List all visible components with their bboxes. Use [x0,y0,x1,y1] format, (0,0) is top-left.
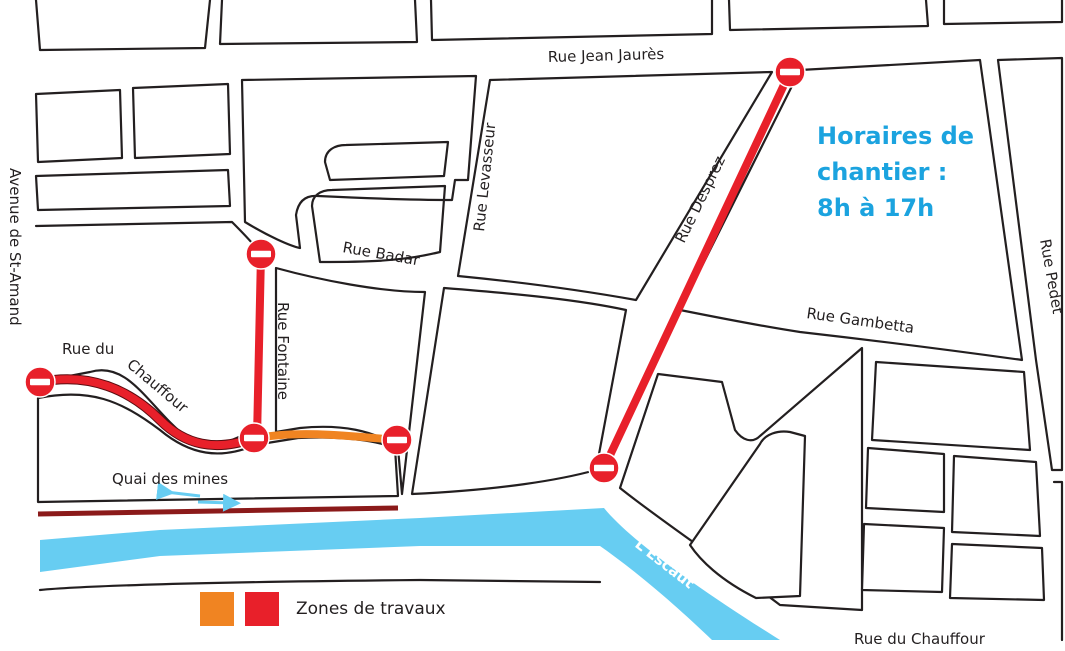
label-rue-du-chauffour-south: Rue du Chauffour [854,630,986,648]
block-sud-1 [618,346,864,612]
works-desprez [600,68,794,472]
block-north-1 [34,0,212,52]
block-se-6 [1052,480,1064,642]
block-nw-2 [131,82,232,160]
block-levasseur-desprez [456,70,774,302]
block-se-5 [948,542,1046,602]
label-rue-badar: Rue Badar [341,238,421,269]
hours-line-1: Horaires de [817,122,974,150]
label-rue-jean-jaures: Rue Jean Jaurès [548,45,665,66]
block-nw-1 [34,88,124,164]
label-quai-des-mines: Quai des mines [112,470,228,488]
block-north-2 [218,0,419,46]
label-rue-fontaine: Rue Fontaine [274,302,292,400]
works-chauffour-fill [36,375,258,450]
legend-swatch-orange [200,592,234,626]
hours-line-3: 8h à 17h [817,194,934,222]
works-quai-orange [253,430,401,444]
block-sud-inner [688,430,807,600]
block-north-4 [727,0,930,32]
no-entry-icon [24,366,56,398]
river-bank-south [38,578,602,592]
block-centre-north [240,74,478,250]
label-rue-pedet: Rue Pedet [1036,238,1065,316]
block-badar-inner [323,140,450,182]
block-north-5 [942,0,1064,26]
block-se-3 [950,454,1042,538]
label-rue-gambetta: Rue Gambetta [805,304,915,337]
block-northeast [678,58,1024,362]
no-entry-icon [245,238,277,270]
block-nw-3 [34,168,232,212]
works-zones [35,68,794,517]
city-blocks [34,0,1064,642]
legend-swatch-red [245,592,279,626]
no-entry-icon [774,56,806,88]
works-fontaine [253,250,265,442]
block-se-2 [864,446,946,514]
block-pedet-east [996,56,1064,472]
legend-label: Zones de travaux [296,599,446,619]
river-escaut [40,508,780,640]
hours-line-2: chantier : [817,158,947,186]
block-badar-loop [310,184,447,264]
block-fontaine-east [274,266,427,496]
two-way-arrow-icon [156,482,241,512]
block-north-3 [429,0,714,42]
block-se-4 [860,522,946,594]
label-avenue-st-amand: Avenue de St-Amand [6,168,24,326]
label-rue-du-chauffour-north-1: Rue du [62,340,114,358]
no-entry-icon [381,424,413,456]
no-entry-icon [588,452,620,484]
label-rue-desprez: Rue Desprez [671,153,729,246]
no-entry-icon [238,422,270,454]
block-se-1 [870,360,1032,452]
legend: Zones de travaux [200,592,446,626]
works-quai-line [37,505,399,517]
